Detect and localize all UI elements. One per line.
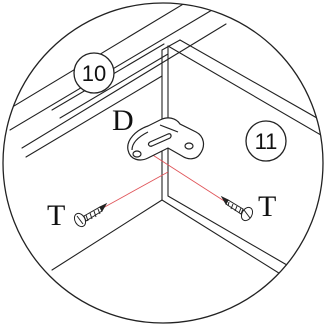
screw-right — [220, 195, 254, 222]
bracket-label: D — [112, 104, 134, 137]
screw-left — [73, 202, 108, 228]
detail-circle-outline — [2, 2, 324, 324]
base-panel — [51, 199, 291, 281]
screw-label-right: T — [258, 190, 276, 223]
part-number-10: 10 — [82, 61, 106, 86]
callout-part-11: 11 — [245, 120, 287, 162]
corner-bracket-d — [127, 117, 205, 161]
part-number-11: 11 — [255, 129, 278, 154]
callout-part-10: 10 — [73, 52, 115, 94]
screw-label-left: T — [47, 199, 65, 232]
